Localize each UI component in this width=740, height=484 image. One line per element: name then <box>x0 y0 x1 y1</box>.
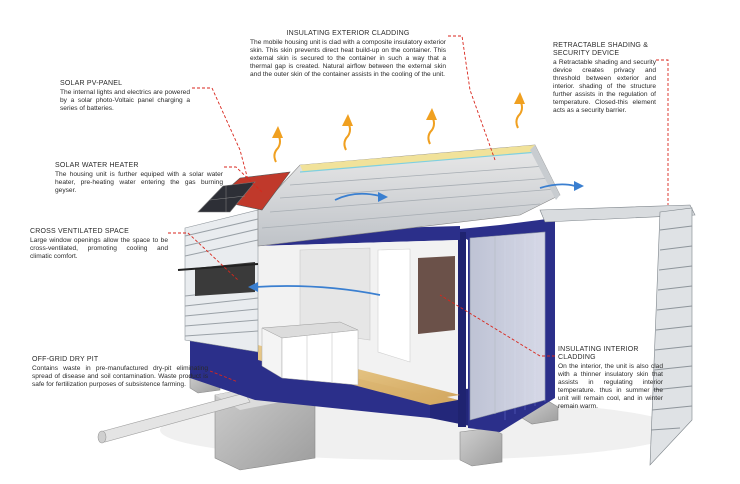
left-wall-cladding <box>177 209 259 353</box>
annotation-interior-cladding: INSULATING INTERIOR CLADDING On the inte… <box>558 346 663 411</box>
heat-arrow-3 <box>427 115 435 145</box>
annotation-exterior-cladding: INSULATING EXTERIOR CLADDING The mobile … <box>250 30 446 79</box>
leader-dry-pit <box>209 370 239 383</box>
air-arrow-roof-1 <box>334 192 381 201</box>
leader-interior-cladding <box>439 294 555 357</box>
annotation-body: a Retractable shading and security devic… <box>553 59 656 114</box>
annotation-body: The internal lights and electrics are po… <box>60 89 190 112</box>
air-arrow-interior <box>254 285 381 296</box>
annotation-title: RETRACTABLE SHADING & SECURITY DEVICE <box>553 42 649 57</box>
annotation-title: INSULATING EXTERIOR CLADDING <box>286 30 410 37</box>
annotation-body: Large window openings allow the space to… <box>30 237 168 260</box>
annotation-body: The housing unit is further equiped with… <box>55 171 223 194</box>
airflow-arrows <box>248 181 584 296</box>
heat-arrow-2 <box>343 121 351 151</box>
interior-space <box>258 231 546 421</box>
annotation-title: INSULATING INTERIOR CLADDING <box>558 346 639 361</box>
air-arrow-roof-2 <box>539 183 576 189</box>
leader-solar-pv <box>192 87 249 181</box>
annotation-title: SOLAR WATER HEATER <box>55 162 139 169</box>
leader-solar-water <box>224 166 263 193</box>
annotation-solar-pv: SOLAR PV-PANEL The internal lights and e… <box>60 80 190 113</box>
annotation-solar-water: SOLAR WATER HEATER The housing unit is f… <box>55 162 223 195</box>
dry-pit-pipe <box>97 392 251 444</box>
leader-lines <box>168 35 669 383</box>
leader-retractable-shading <box>656 59 669 205</box>
solar-panels <box>197 171 291 213</box>
heat-arrows <box>272 92 525 163</box>
heat-arrow-1 <box>273 133 281 163</box>
annotation-title: OFF-GRID DRY PIT <box>32 356 99 363</box>
annotation-cross-ventilated: CROSS VENTILATED SPACE Large window open… <box>30 228 168 261</box>
roof-cladding <box>257 144 561 247</box>
annotation-dry-pit: OFF-GRID DRY PIT Contains waste in pre-m… <box>32 356 208 389</box>
retractable-shading <box>539 204 696 466</box>
heat-arrow-4 <box>515 99 523 129</box>
leader-exterior-cladding <box>448 35 496 161</box>
annotation-title: SOLAR PV-PANEL <box>60 80 123 87</box>
leader-cross-ventilated <box>168 232 239 281</box>
annotation-body: On the interior, the unit is also clad w… <box>558 363 663 410</box>
annotation-body: The mobile housing unit is clad with a c… <box>250 39 446 78</box>
annotation-body: Contains waste in pre-manufactured dry-p… <box>32 365 208 388</box>
annotation-title: CROSS VENTILATED SPACE <box>30 228 130 235</box>
annotation-retractable-shading: RETRACTABLE SHADING & SECURITY DEVICE a … <box>553 42 656 115</box>
